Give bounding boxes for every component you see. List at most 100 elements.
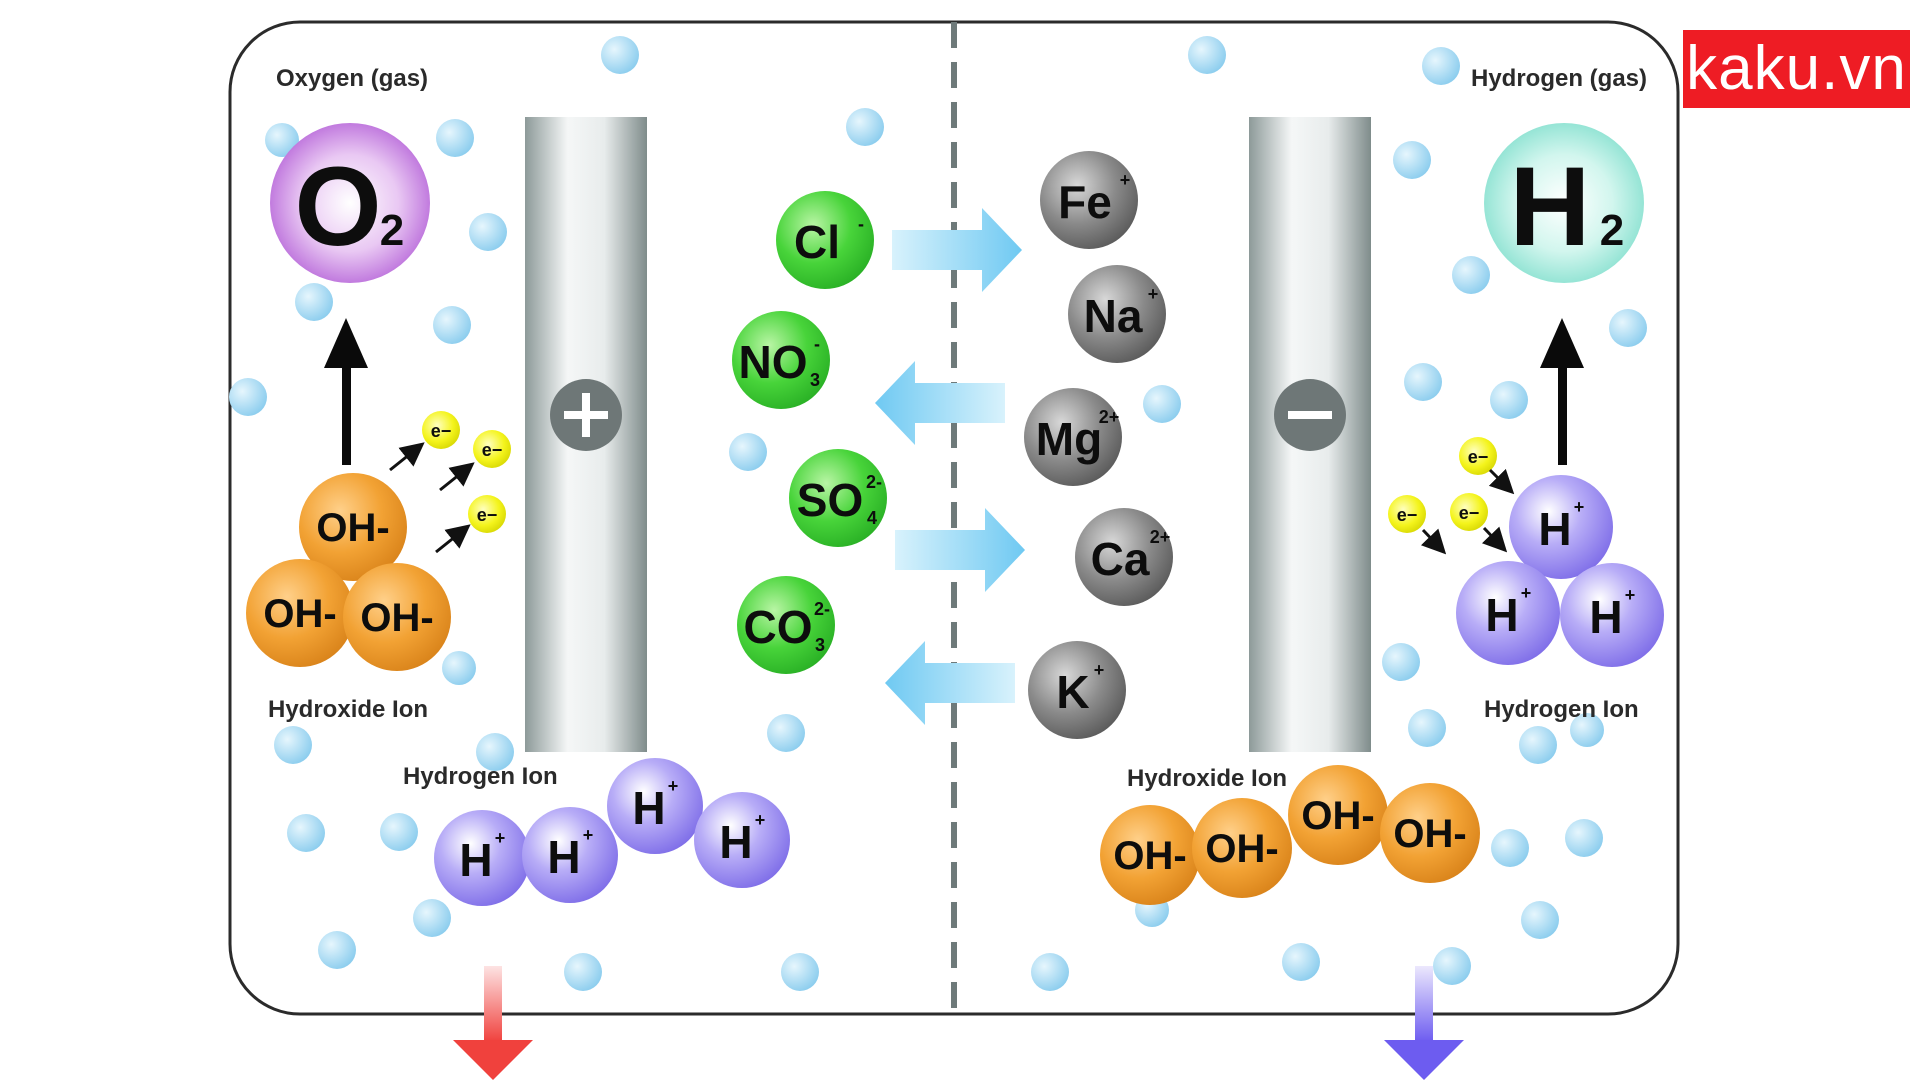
- bubble: [1452, 256, 1490, 294]
- anion-ball: [732, 311, 830, 409]
- electron-motion-arrow: [1488, 468, 1515, 495]
- anion-ball: [776, 191, 874, 289]
- hydrogen-ion-charge: +: [583, 825, 594, 845]
- hydroxide-label: OH-: [1393, 812, 1466, 856]
- bubble: [564, 953, 602, 991]
- anion-symbol: NO: [739, 336, 808, 388]
- water-bubbles: [229, 36, 1647, 991]
- bubble: [1422, 47, 1460, 85]
- bubble: [1408, 709, 1446, 747]
- anion-no: NO-3: [732, 311, 830, 409]
- oxygen-subscript: 2: [380, 206, 404, 255]
- cation-charge: 2+: [1099, 407, 1120, 427]
- bubble: [442, 651, 476, 685]
- flow-arrow-left: [885, 641, 1015, 725]
- label-hydroxide-ion-left: Hydroxide Ion: [268, 696, 428, 723]
- oxygen-rise-arrow: [324, 318, 368, 465]
- bubble: [1521, 901, 1559, 939]
- hydrogen-ion: H+: [1560, 563, 1664, 667]
- hydroxide-ion: OH-: [1192, 798, 1292, 898]
- hydrogen-rise-arrow: [1540, 318, 1584, 465]
- electron-ball: [468, 495, 506, 533]
- ion-flow-arrows: [875, 208, 1025, 725]
- hydrogen-ion-ball: [694, 792, 790, 888]
- bubble: [295, 283, 333, 321]
- cation-charge: +: [1120, 170, 1131, 190]
- anion-charge: -: [858, 214, 864, 234]
- bubble: [469, 213, 507, 251]
- label-hydrogen-ion-bottom: Hydrogen Ion: [403, 763, 558, 790]
- hydrogen-subscript: 2: [1600, 206, 1624, 255]
- bubble: [229, 378, 267, 416]
- electron-label: e−: [482, 440, 503, 460]
- cation-charge: +: [1094, 660, 1105, 680]
- bubble: [476, 733, 514, 771]
- bubble: [1490, 381, 1528, 419]
- cathode-electrode: [1249, 117, 1371, 752]
- electron: e−: [473, 430, 511, 468]
- hydrogen-symbol: H: [1510, 144, 1591, 269]
- electron-ball: [422, 411, 460, 449]
- hydroxide-ball: [246, 559, 354, 667]
- hydrogen-ion-charge: +: [755, 810, 766, 830]
- electron-label: e−: [1459, 503, 1480, 523]
- electron-ball: [1459, 437, 1497, 475]
- bubble: [1491, 829, 1529, 867]
- bubble: [433, 306, 471, 344]
- hydrogen-ion-ball: [1509, 475, 1613, 579]
- flow-arrow-right: [895, 508, 1025, 592]
- bubble: [1433, 947, 1471, 985]
- cation-charge: +: [1148, 284, 1159, 304]
- hydroxide-label: OH-: [316, 506, 389, 550]
- hydrogen-ion-ball: [522, 807, 618, 903]
- acid-water-outlet-arrow: [453, 966, 533, 1080]
- electron: e−: [468, 495, 506, 533]
- electron-label: e−: [431, 421, 452, 441]
- hydroxide-label: OH-: [1301, 794, 1374, 838]
- cation-ball: [1040, 151, 1138, 249]
- hydrogen-ion-ball: [1560, 563, 1664, 667]
- label-hydrogen-ion-right: Hydrogen Ion: [1484, 696, 1639, 723]
- bubble: [380, 813, 418, 851]
- electron-label: e−: [1397, 505, 1418, 525]
- bubble: [729, 433, 767, 471]
- hydroxide-ball: [1100, 805, 1200, 905]
- hydrogen-ion-charge: +: [668, 776, 679, 796]
- oxygen-gas-molecule: O 2: [270, 123, 430, 283]
- cation-symbol: K: [1056, 666, 1089, 718]
- hydrogen-ion-symbol: H: [547, 831, 580, 883]
- cation-fe: Fe +: [1040, 151, 1138, 249]
- flow-arrow-right: [892, 208, 1022, 292]
- label-oxygen-gas: Oxygen (gas): [276, 65, 428, 92]
- hydroxide-label: OH-: [1113, 834, 1186, 878]
- cation-ball: [1028, 641, 1126, 739]
- hydroxide-ion: OH-: [246, 559, 354, 667]
- hydroxide-label: OH-: [263, 592, 336, 636]
- cation-symbol: Mg: [1036, 413, 1102, 465]
- anion-subscript: 4: [867, 508, 877, 528]
- anion-charge: 2-: [814, 599, 830, 619]
- bubble: [767, 714, 805, 752]
- cation-symbol: Ca: [1091, 533, 1150, 585]
- electron-label: e−: [477, 505, 498, 525]
- hydroxide-ion: OH-: [1100, 805, 1200, 905]
- bubble: [1382, 643, 1420, 681]
- hydroxide-label: OH-: [360, 596, 433, 640]
- hydrogen-ion-ball: [1456, 561, 1560, 665]
- electron: e−: [1450, 493, 1488, 531]
- anion-symbol: Cl: [794, 216, 840, 268]
- hydrogen-ion-ball: [434, 810, 530, 906]
- hydrogen-ion-ball: [607, 758, 703, 854]
- electron-label: e−: [1468, 447, 1489, 467]
- alkaline-water-outlet-arrow: [1384, 966, 1464, 1080]
- oxygen-symbol: O: [294, 144, 381, 269]
- bubble: [781, 953, 819, 991]
- hydrogen-ion: H+: [434, 810, 530, 906]
- cation-symbol: Fe: [1058, 176, 1112, 228]
- brand-logo: kaku.vn: [1683, 30, 1910, 108]
- bubble: [1519, 726, 1557, 764]
- anion-cl: Cl-: [776, 191, 874, 289]
- bubble: [1282, 943, 1320, 981]
